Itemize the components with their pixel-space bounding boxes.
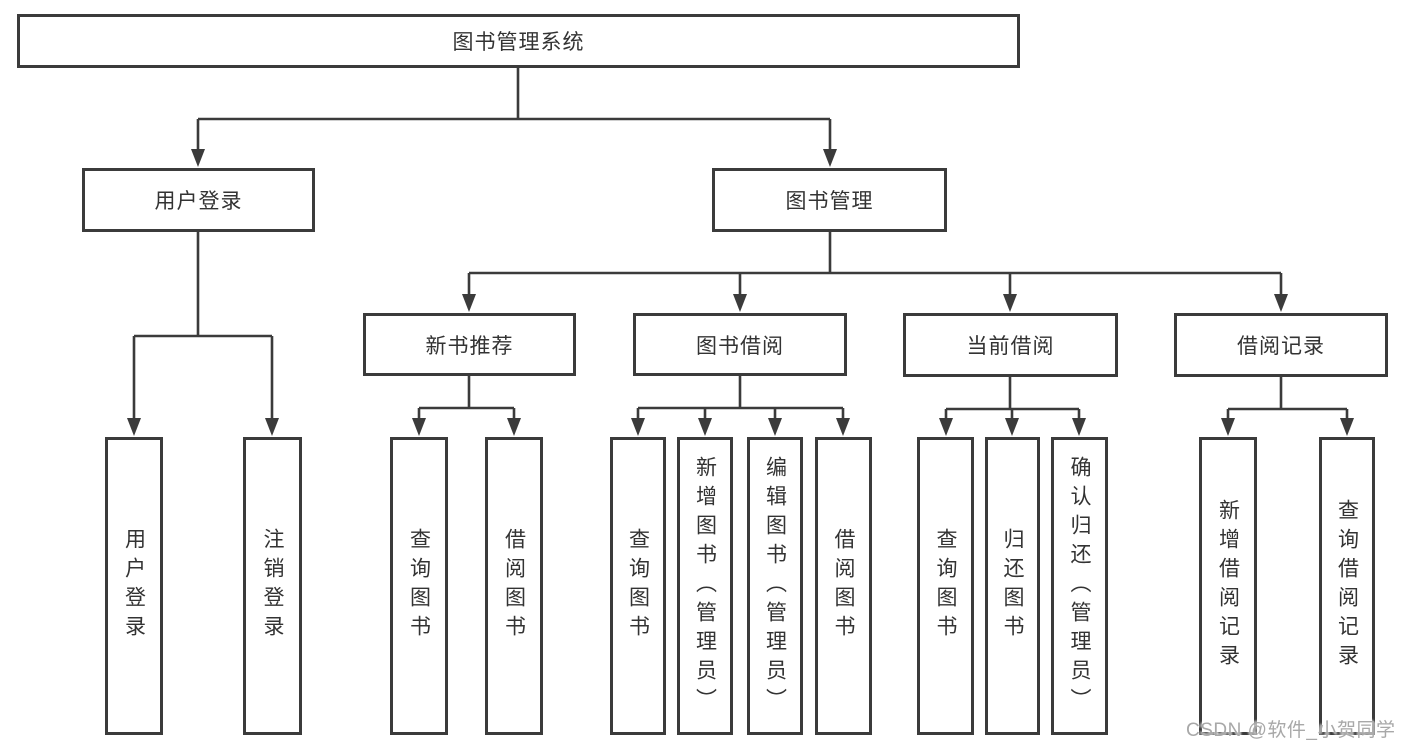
- leaf-query-books-current-label: 查询图书: [934, 528, 957, 644]
- csdn-watermark: CSDN @软件_小贺同学: [1186, 720, 1396, 741]
- leaf-query-books-borrowing: 查询图书: [610, 437, 666, 735]
- leaf-edit-book-admin-label: 编辑图书（管理员）: [763, 455, 787, 717]
- node-current-borrowing: 当前借阅: [903, 313, 1118, 377]
- node-borrowing-records: 借阅记录: [1174, 313, 1388, 377]
- node-book-borrowing-label: 图书借阅: [696, 334, 784, 358]
- leaf-return-books: 归还图书: [985, 437, 1040, 735]
- node-borrowing-records-label: 借阅记录: [1237, 335, 1325, 358]
- leaf-add-book-admin: 新增图书（管理员）: [677, 437, 733, 735]
- node-library-system-label: 图书管理系统: [452, 31, 585, 54]
- leaf-query-books-borrowing-label: 查询图书: [626, 528, 650, 644]
- leaf-confirm-return-admin-label: 确认归还（管理员）: [1068, 455, 1091, 717]
- node-library-system: 图书管理系统: [17, 14, 1020, 68]
- leaf-borrow-books-recommend-label: 借阅图书: [502, 528, 526, 644]
- node-new-book-recommend-label: 新书推荐: [425, 334, 514, 358]
- leaf-borrow-books-recommend: 借阅图书: [485, 437, 543, 735]
- leaf-add-book-admin-label: 新增图书（管理员）: [693, 455, 717, 717]
- leaf-query-borrow-record: 查询借阅记录: [1319, 437, 1375, 735]
- leaf-query-borrow-record-label: 查询借阅记录: [1335, 499, 1359, 673]
- leaf-edit-book-admin: 编辑图书（管理员）: [747, 437, 803, 735]
- leaf-logout-label: 注销登录: [261, 528, 284, 644]
- leaf-confirm-return-admin: 确认归还（管理员）: [1051, 437, 1108, 735]
- leaf-query-books-recommend: 查询图书: [390, 437, 448, 735]
- node-book-management-label: 图书管理: [785, 190, 874, 213]
- leaf-borrow-books-borrowing: 借阅图书: [815, 437, 872, 735]
- leaf-query-books-recommend-label: 查询图书: [407, 528, 431, 644]
- arrowheads: [127, 149, 1354, 436]
- leaf-borrow-books-borrowing-label: 借阅图书: [832, 528, 855, 644]
- leaf-add-borrow-record: 新增借阅记录: [1199, 437, 1257, 735]
- node-book-borrowing: 图书借阅: [633, 313, 847, 376]
- leaf-return-books-label: 归还图书: [1001, 528, 1024, 644]
- node-user-login-label: 用户登录: [154, 190, 243, 213]
- leaf-query-books-current: 查询图书: [917, 437, 974, 735]
- leaf-logout: 注销登录: [243, 437, 302, 735]
- node-new-book-recommend: 新书推荐: [363, 313, 576, 376]
- node-current-borrowing-label: 当前借阅: [966, 335, 1055, 358]
- leaf-add-borrow-record-label: 新增借阅记录: [1216, 499, 1240, 673]
- leaf-user-login: 用户登录: [105, 437, 163, 735]
- leaf-user-login-label: 用户登录: [122, 528, 146, 644]
- node-book-management: 图书管理: [712, 168, 947, 232]
- node-user-login: 用户登录: [82, 168, 315, 232]
